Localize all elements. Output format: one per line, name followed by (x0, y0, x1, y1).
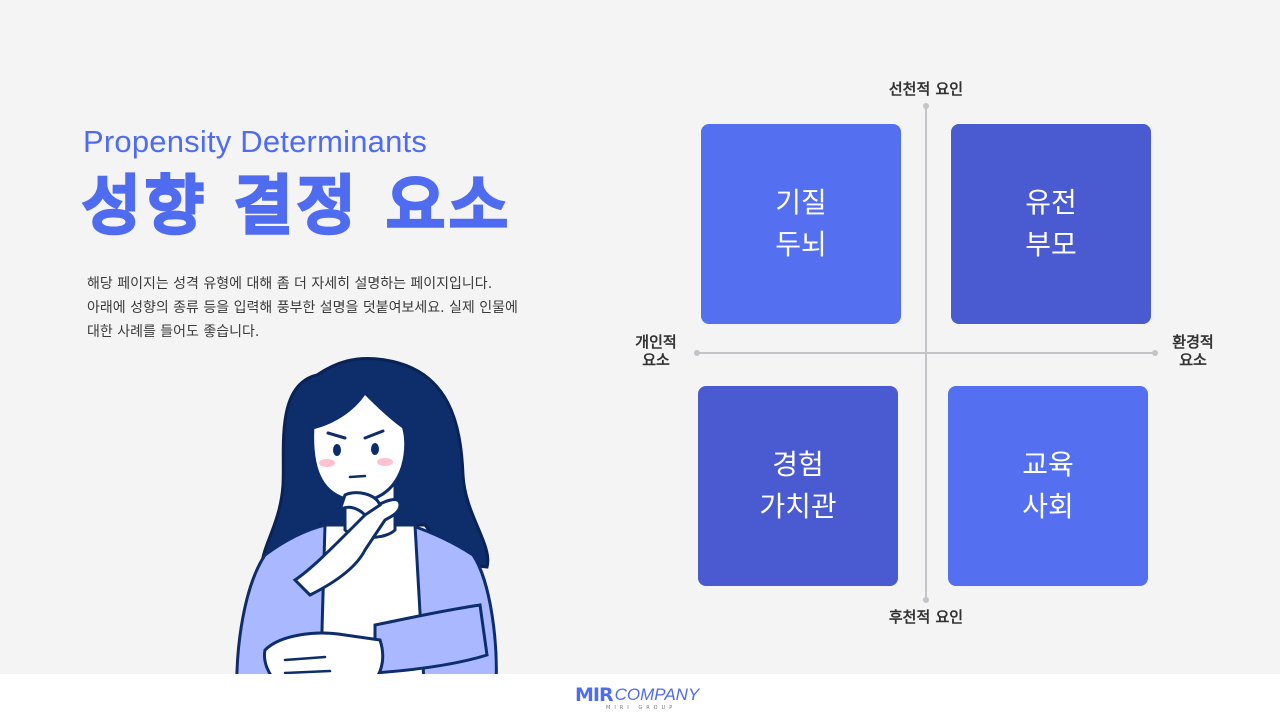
axis-label-bottom: 후천적 요인 (888, 608, 964, 626)
quadrant-top-left: 기질 두뇌 (701, 124, 901, 324)
description-line: 해당 페이지는 성격 유형에 대해 좀 더 자세히 설명하는 페이지입니다. (87, 276, 493, 292)
description: 해당 페이지는 성격 유형에 대해 좀 더 자세히 설명하는 페이지입니다. 아… (87, 272, 567, 344)
blush-left (319, 459, 335, 467)
axis-label-top: 선천적 요인 (888, 80, 964, 98)
blush-right (377, 458, 393, 466)
quadrant-bottom-left: 경험 가치관 (698, 386, 898, 586)
axis-endpoint (923, 103, 929, 109)
finger-line (283, 655, 327, 662)
quadrant-top-right: 유전 부모 (951, 124, 1151, 324)
page-title: 성향 결정 요소 (81, 170, 512, 244)
axis-label-line: 요소 (1179, 351, 1207, 369)
quadrant-text: 가치관 (759, 490, 837, 523)
axis-label-line: 개인적 (635, 333, 677, 351)
raised-arm (292, 498, 402, 597)
hand-on-chin (337, 491, 382, 517)
logo-text: COMPANY (614, 685, 700, 704)
axis-endpoint (694, 350, 700, 356)
axis-label-line: 환경적 (1172, 333, 1214, 351)
axis-endpoint (1152, 350, 1158, 356)
finger-line (283, 669, 332, 675)
axis-label-line: 요소 (642, 351, 670, 369)
eye-right (371, 443, 379, 455)
axis-endpoint (923, 597, 929, 603)
quadrant-text: 유전 (1025, 186, 1077, 219)
axis-label-right: 환경적 요소 (1158, 333, 1228, 369)
eye-left (333, 444, 341, 456)
quadrant-text: 경험 (772, 448, 824, 481)
mouth (348, 474, 367, 479)
eyebrow-left (326, 431, 347, 440)
quadrant-text: 부모 (1025, 228, 1077, 261)
hair-bang (310, 380, 414, 435)
footer-bar (0, 674, 1280, 720)
eyebrow-right (363, 429, 385, 440)
thinking-woman-illustration (235, 356, 498, 700)
horizontal-axis (697, 352, 1155, 354)
quadrant-bottom-right: 교육 사회 (948, 386, 1148, 586)
logo-mark: MIR (575, 684, 614, 706)
description-line: 아래에 성향의 종류 등을 입력해 풍부한 설명을 덧붙여보세요. 실제 인물에 (87, 300, 518, 316)
quadrant-text: 교육 (1022, 448, 1074, 481)
description-line: 대한 사례를 들어도 좋습니다. (87, 324, 260, 340)
page-subtitle: Propensity Determinants (83, 124, 428, 159)
logo-subtext: MIRI GROUP (606, 705, 677, 711)
quadrant-text: 두뇌 (775, 228, 827, 261)
axis-label-left: 개인적 요소 (621, 333, 691, 369)
company-logo: MIR COMPANY (575, 684, 699, 714)
sleeve (373, 603, 489, 675)
quadrant-text: 기질 (775, 186, 827, 219)
quadrant-text: 사회 (1022, 490, 1074, 523)
